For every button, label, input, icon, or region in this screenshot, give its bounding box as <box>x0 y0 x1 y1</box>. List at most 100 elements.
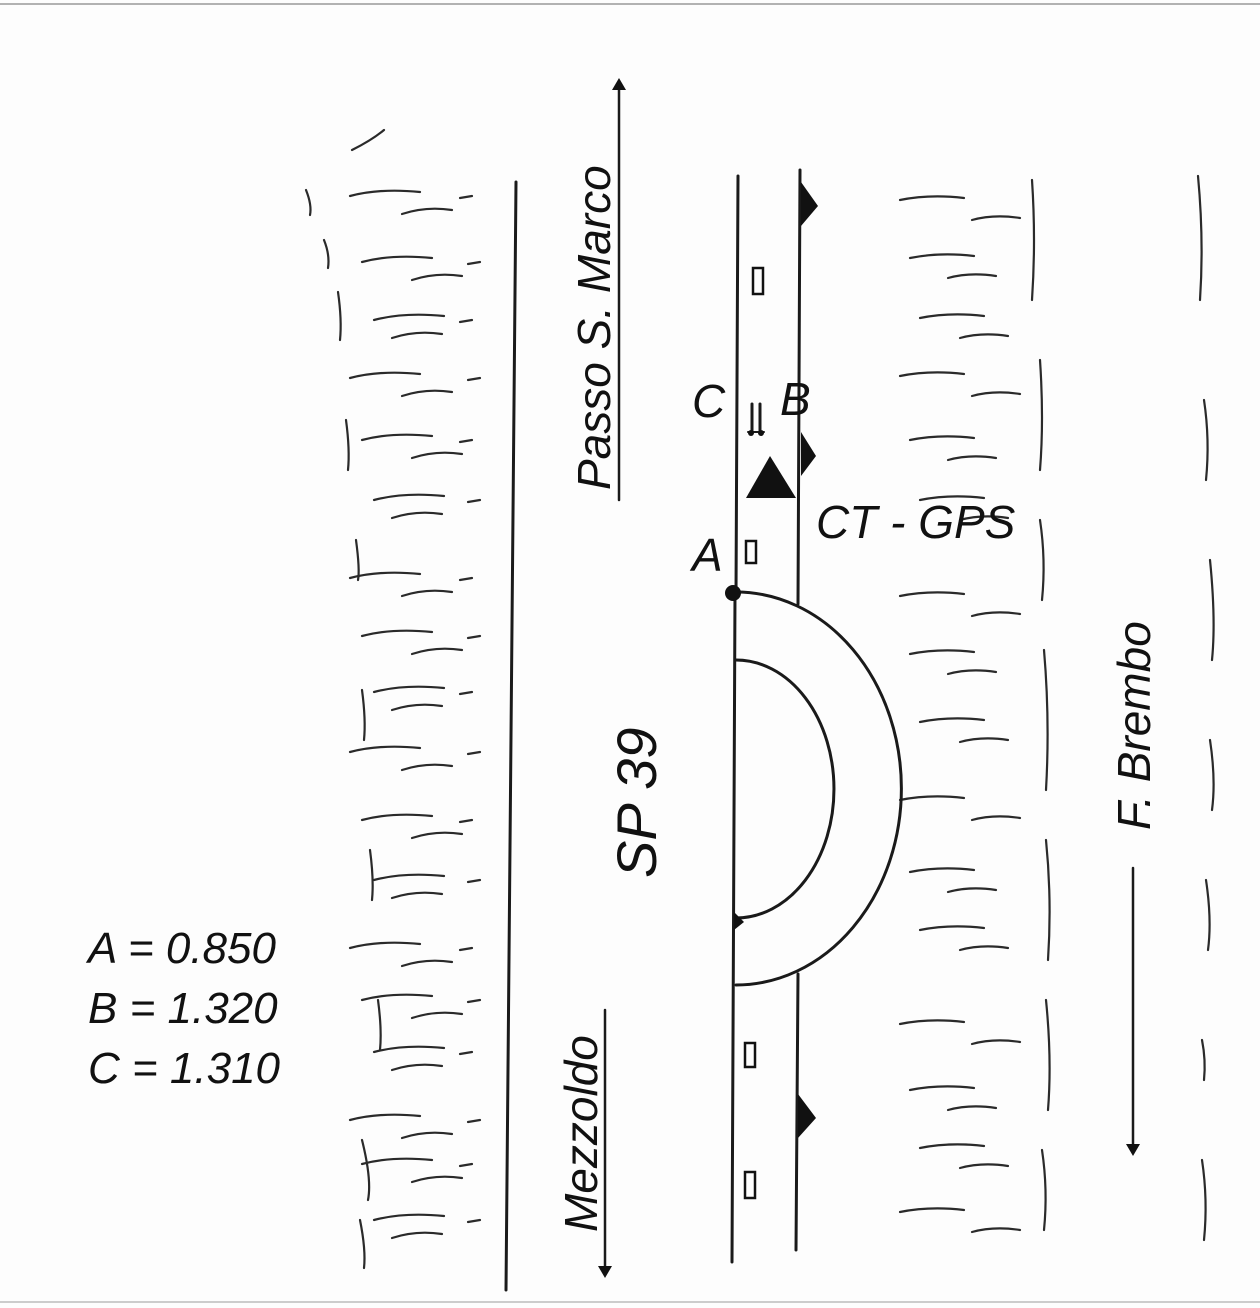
river-label: F. Brembo <box>1108 621 1160 830</box>
terrain-hatch-stroke <box>360 433 434 442</box>
measurement-a: A = 0.850 <box>85 924 276 973</box>
terrain-hatch-stroke <box>958 1163 1010 1170</box>
terrain-hatch-stroke <box>304 188 312 217</box>
terrain-hatch-stroke <box>360 993 434 1002</box>
terrain-hatch-stroke <box>336 290 342 342</box>
terrain-hatch-stroke <box>1196 174 1203 302</box>
terrain-hatch-stroke <box>458 946 474 952</box>
outer-arc <box>734 590 903 987</box>
terrain-hatch-stroke <box>466 634 482 640</box>
terrain-hatch-stroke <box>348 941 422 950</box>
road-marker <box>751 266 765 296</box>
terrain-hatch-stroke <box>348 1113 422 1122</box>
terrain-hatch-stroke <box>458 690 474 696</box>
gps-station-triangle <box>746 456 796 498</box>
terrain-hatch-stroke <box>1038 358 1044 472</box>
terrain-hatch-stroke <box>372 313 446 322</box>
station-label: CT - GPS <box>816 496 1016 548</box>
terrain-hatch-stroke <box>946 455 998 462</box>
terrain-hatch-stroke <box>466 998 482 1004</box>
terrain-hatch-stroke <box>918 925 986 932</box>
road-marker <box>744 539 758 565</box>
terrain-hatch-stroke <box>1044 838 1051 962</box>
terrain-hatch-stroke <box>898 195 966 202</box>
arc-end-tick <box>734 912 744 930</box>
terrain-hatch-stroke <box>458 1050 474 1056</box>
terrain-hatch-stroke <box>1038 518 1045 602</box>
south-destination-label: Mezzoldo <box>555 1035 607 1232</box>
measurement-b: B = 1.320 <box>88 984 278 1033</box>
terrain-hatch-stroke <box>360 1157 434 1166</box>
terrain-hatch-stroke <box>898 1019 966 1026</box>
terrain-hatch-stroke <box>360 688 366 742</box>
terrain-hatch-stroke <box>958 515 1010 522</box>
terrain-hatch-stroke <box>908 435 976 442</box>
terrain-hatch-stroke <box>946 273 998 280</box>
terrain-hatch-stroke <box>918 717 986 724</box>
terrain-hatch-stroke <box>1042 648 1049 792</box>
terrain-hatch-stroke <box>344 418 350 472</box>
road-marker <box>743 1170 757 1200</box>
terrain-hatch-stroke <box>466 878 482 884</box>
terrain-hatch-stroke <box>400 207 454 216</box>
terrain-hatch-stroke <box>970 391 1022 398</box>
terrain-hatch-stroke <box>1208 558 1215 662</box>
terrain-hatch-stroke <box>458 1162 474 1168</box>
terrain-hatch-stroke <box>390 1231 444 1240</box>
terrain-hatch-stroke <box>458 818 474 824</box>
point-a-label: A <box>689 529 723 581</box>
terrain-hatch-stroke <box>970 815 1022 822</box>
terrain-hatch-stroke <box>1040 1148 1047 1232</box>
terrain-hatch-stroke <box>898 795 966 802</box>
measurement-c: C = 1.310 <box>88 1044 281 1093</box>
terrain-hatch-stroke <box>360 813 434 822</box>
terrain-hatch-stroke <box>898 371 966 378</box>
terrain-hatch-stroke <box>348 745 422 754</box>
terrain-hatch-stroke <box>410 831 464 840</box>
terrain-hatch-stroke <box>918 1143 986 1150</box>
terrain-hatch-stroke <box>458 194 474 200</box>
terrain-hatch-stroke <box>466 376 482 382</box>
terrain-hatch-stroke <box>390 1063 444 1072</box>
terrain-hatch-stroke <box>946 887 998 894</box>
north-destination-label: Passo S. Marco <box>568 165 620 490</box>
terrain-hatch-stroke <box>1030 178 1036 302</box>
terrain-hatch-stroke <box>908 867 976 874</box>
terrain-hatch-stroke <box>970 611 1022 618</box>
terrain-hatch-stroke <box>400 959 454 968</box>
road-marker <box>743 1041 757 1069</box>
terrain-hatch-stroke <box>458 438 474 444</box>
terrain-hatch-stroke <box>908 649 976 656</box>
terrain-hatch-stroke <box>970 1039 1022 1046</box>
terrain-hatch-stroke <box>466 1118 482 1124</box>
terrain-hatch-stroke <box>908 253 976 260</box>
terrain-hatch-stroke <box>360 629 434 638</box>
terrain-hatch-stroke <box>908 1085 976 1092</box>
terrain-hatch-stroke <box>958 737 1010 744</box>
terrain-hatch-stroke <box>360 1138 371 1202</box>
terrain-hatch-stroke <box>410 647 464 656</box>
terrain-hatch-stroke <box>466 498 482 504</box>
terrain-hatch-stroke <box>898 591 966 598</box>
terrain-hatch-stroke <box>372 685 446 694</box>
terrain-hatch-stroke <box>322 238 330 270</box>
terrain-hatch-stroke <box>390 511 444 520</box>
point-a-marker <box>725 585 741 601</box>
terrain-hatch-stroke <box>466 1218 482 1224</box>
terrain-hatch-stroke <box>400 589 454 598</box>
road-west-edge <box>504 180 518 1292</box>
terrain-hatch-stroke <box>946 669 998 676</box>
terrain-hatch-stroke <box>358 1218 366 1270</box>
parapet-flag <box>801 182 818 226</box>
terrain-hatch-stroke <box>372 873 446 882</box>
terrain-hatch-stroke <box>360 255 434 264</box>
terrain-hatch-stroke <box>390 703 444 712</box>
terrain-hatch-stroke <box>1208 738 1215 812</box>
terrain-hatch-stroke <box>1044 998 1051 1112</box>
left-bank-hatching <box>304 128 482 1270</box>
point-c-label: C <box>692 375 726 427</box>
terrain-hatch-stroke <box>354 538 360 582</box>
terrain-hatch-stroke <box>400 763 454 772</box>
road-label: SP 39 <box>605 728 668 878</box>
